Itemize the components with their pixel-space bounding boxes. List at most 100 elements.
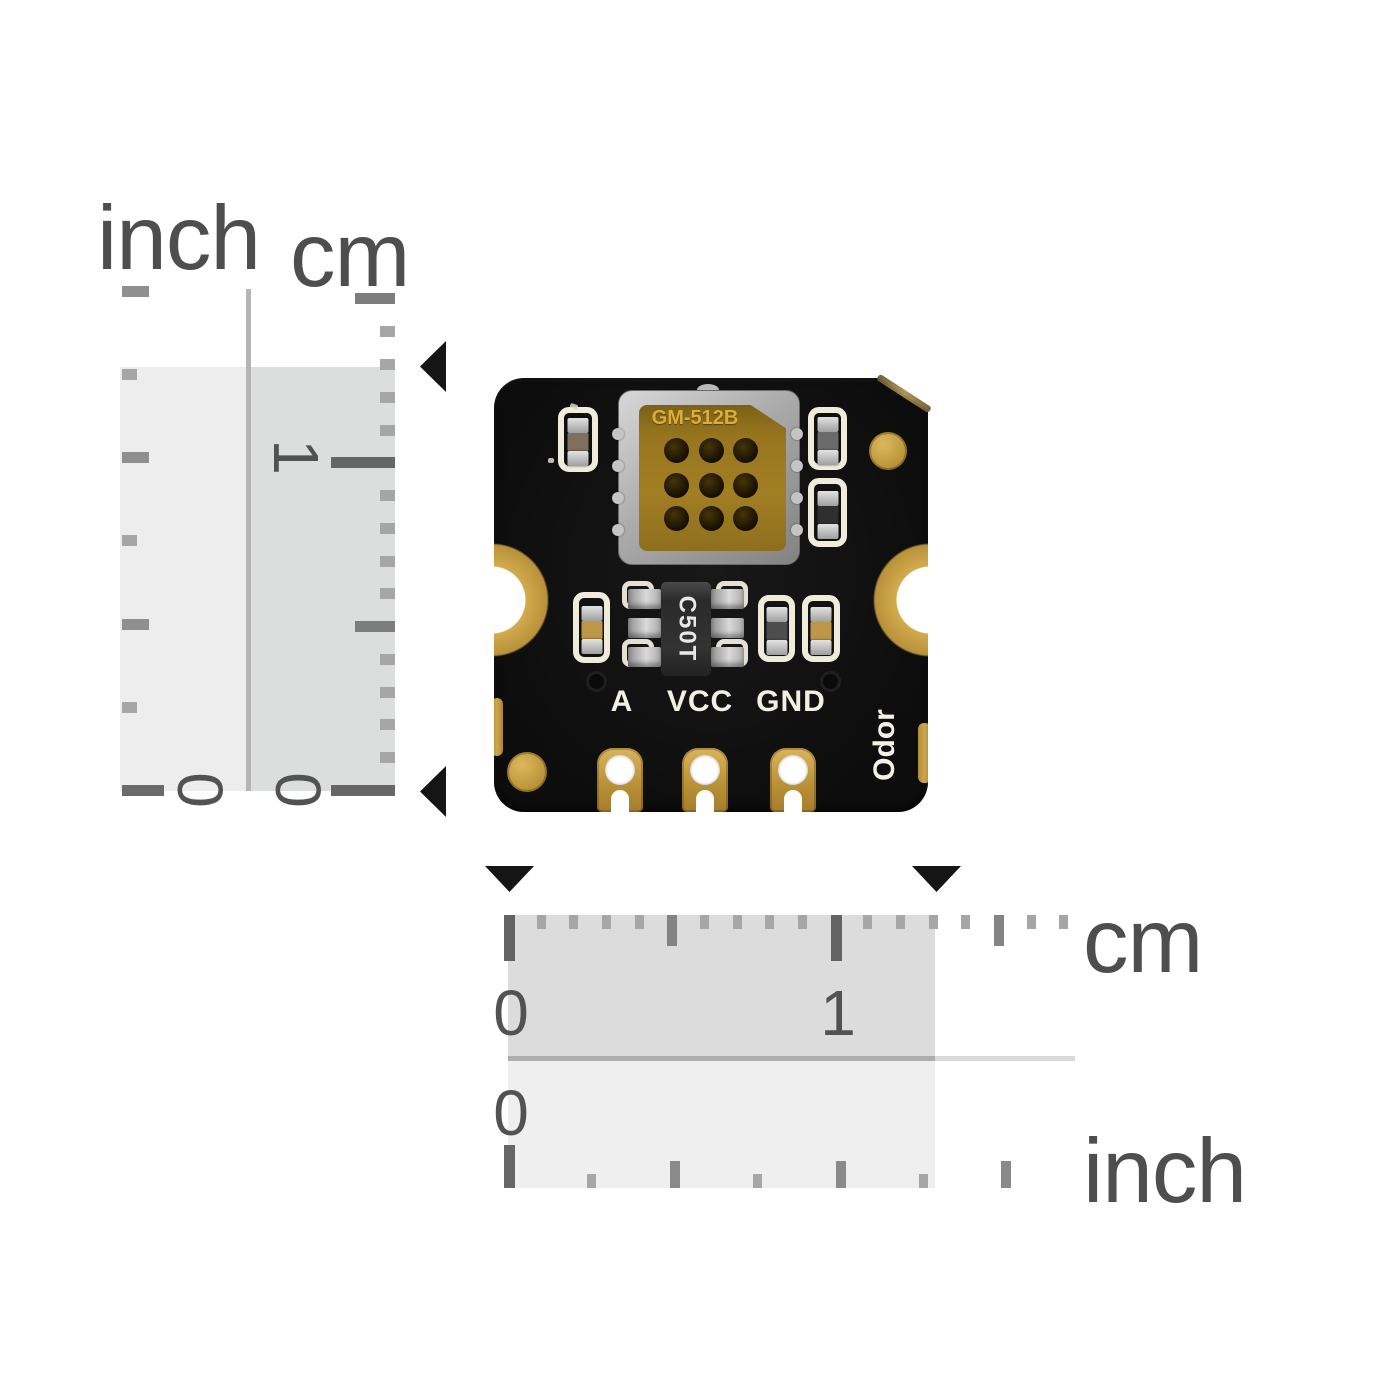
vertical-ruler-cm-label: cm [290, 205, 410, 306]
transistor-lead [628, 618, 661, 638]
ruler-tick [380, 326, 395, 338]
ruler-tick [797, 915, 807, 929]
ruler-tick [918, 1174, 928, 1188]
ruler-tick [569, 915, 579, 929]
solder-bump [612, 524, 624, 536]
ruler-tick [122, 369, 137, 380]
solder-bump [612, 492, 624, 504]
vertical-ruler-cm-band [251, 367, 395, 791]
ruler-tick [536, 915, 546, 929]
right-castellation-half-hole [870, 540, 928, 660]
ruler-tick [355, 293, 395, 305]
mounting-pad-top-right [869, 432, 907, 470]
brand-text-container: Odor [843, 703, 927, 787]
right-edge-plating [918, 723, 928, 783]
ruler-tick [380, 719, 395, 731]
ruler-tick [122, 701, 137, 713]
sensor-vent-hole [699, 506, 724, 531]
gas-sensor-metal-can: GM-512B [618, 390, 800, 565]
board-left-edge-marker-arrow [485, 866, 534, 892]
ruler-tick [634, 915, 644, 929]
transistor-marking-text: C50T [673, 595, 700, 663]
ruler-tick [122, 452, 149, 464]
pin-label-gnd: GND [756, 685, 826, 718]
smd-pad-mid-right-1 [758, 595, 795, 662]
solder-bump [791, 492, 803, 504]
ruler-tick [380, 752, 395, 764]
ruler-tick [355, 621, 395, 633]
pin-label-vcc: VCC [666, 685, 734, 718]
horizontal-inch-ticks [504, 1143, 1028, 1188]
ruler-tick [601, 915, 611, 929]
pin-notch-a [611, 790, 629, 812]
vertical-inch-ticks [122, 285, 192, 800]
transistor-lead [711, 647, 744, 667]
ruler-tick [380, 391, 395, 403]
board-top-edge-marker-arrow [420, 341, 446, 392]
ruler-tick [1026, 915, 1036, 929]
pin-label-a: A [610, 685, 634, 718]
ruler-tick [380, 424, 395, 436]
ruler-tick [765, 915, 775, 929]
vertical-inch-zero: 0 [164, 772, 236, 808]
brand-text: Odor [867, 709, 901, 781]
sensor-vent-hole [699, 438, 724, 463]
silkscreen-speck [548, 458, 554, 463]
pin-hole-gnd [778, 755, 808, 785]
sensor-vent-hole [733, 506, 758, 531]
horizontal-ruler-cm-band [508, 915, 935, 1056]
via [586, 671, 607, 692]
horizontal-cm-one: 1 [820, 977, 856, 1049]
sensor-vent-hole [664, 506, 689, 531]
transistor-lead [628, 647, 661, 667]
via [820, 671, 841, 692]
transistor-lead [711, 618, 744, 638]
board-right-edge-marker-arrow [912, 866, 961, 892]
vertical-cm-one: 1 [260, 439, 332, 475]
vertical-ruler-divider [246, 289, 251, 791]
ruler-tick [380, 686, 395, 698]
vertical-ruler-inch-band [120, 367, 246, 791]
ruler-tick [699, 915, 709, 929]
solder-bump [612, 460, 624, 472]
sensor-vent-hole [733, 438, 758, 463]
ruler-tick [122, 535, 137, 547]
ruler-tick [863, 915, 873, 929]
sensor-vent-hole [733, 473, 758, 498]
sensor-vent-hole [699, 473, 724, 498]
ruler-tick [961, 915, 971, 929]
ruler-tick [732, 915, 742, 929]
sensor-board-pcb: GM-512B [494, 378, 928, 812]
ruler-tick [122, 618, 149, 630]
ruler-tick [504, 915, 515, 961]
ruler-tick [835, 1161, 846, 1188]
horizontal-cm-ticks [504, 915, 1083, 965]
pin-notch-vcc [696, 790, 714, 812]
ruler-tick [380, 555, 395, 567]
ruler-tick [928, 915, 938, 929]
pin-hole-a [605, 755, 635, 785]
smd-pad-top-left [558, 407, 598, 472]
ruler-tick [122, 285, 149, 297]
ruler-tick [586, 1174, 596, 1188]
ruler-tick [1059, 915, 1069, 929]
smd-pad-top-right-1 [808, 407, 847, 470]
pin-hole-vcc [690, 755, 720, 785]
horizontal-ruler-inch-band [508, 1061, 935, 1188]
left-castellation-half-hole [494, 540, 552, 660]
vertical-cm-zero: 0 [262, 772, 334, 808]
ruler-tick [752, 1174, 762, 1188]
solder-bump [791, 428, 803, 440]
horizontal-inch-zero: 0 [493, 1077, 529, 1149]
ruler-tick [380, 358, 395, 370]
smd-pad-mid-right-2 [802, 595, 840, 662]
ruler-tick [122, 785, 164, 796]
sensor-vent-hole [664, 438, 689, 463]
ruler-tick [830, 915, 842, 961]
ruler-tick [380, 653, 395, 665]
smd-pad-top-right-2 [808, 478, 847, 547]
pin-notch-gnd [784, 790, 802, 812]
solder-bump [612, 428, 624, 440]
horizontal-ruler-inch-label: inch [1083, 1121, 1247, 1222]
